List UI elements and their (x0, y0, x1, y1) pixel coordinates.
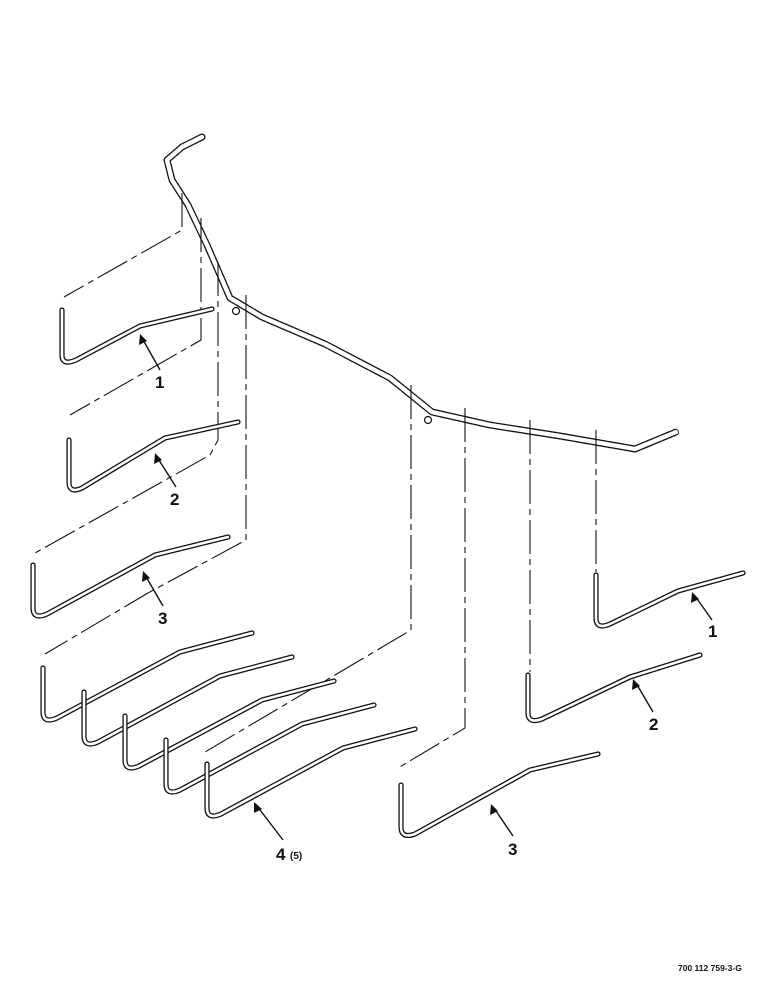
rod-right-2 (525, 652, 703, 724)
rod-4a (40, 630, 255, 723)
rod-4b (81, 654, 295, 747)
callout-left-4-quantity: (5) (290, 851, 302, 862)
rod-4c (122, 678, 337, 771)
callout-right-3: 3 (508, 840, 517, 859)
callout-right-2: 2 (649, 715, 658, 734)
callout-left-1: 1 (155, 373, 164, 392)
rod-left-1 (59, 306, 215, 365)
leader-lines (34, 193, 597, 769)
figure-number: 700 112 759-3-G (678, 963, 742, 973)
callout-left-2: 2 (170, 490, 179, 509)
rod-right-1 (593, 570, 746, 629)
rod-group-4 (40, 630, 418, 819)
rod-right-3 (398, 751, 601, 839)
callout-left-4: 4 (276, 845, 286, 864)
callout-arrows (139, 334, 713, 841)
mounting-rail (163, 133, 680, 453)
callout-left-3: 3 (158, 609, 167, 628)
rod-left-3 (30, 534, 231, 619)
rod-4e (204, 726, 418, 819)
rod-left-2 (66, 419, 241, 493)
callout-right-1: 1 (708, 622, 717, 641)
rod-4d (163, 702, 377, 795)
